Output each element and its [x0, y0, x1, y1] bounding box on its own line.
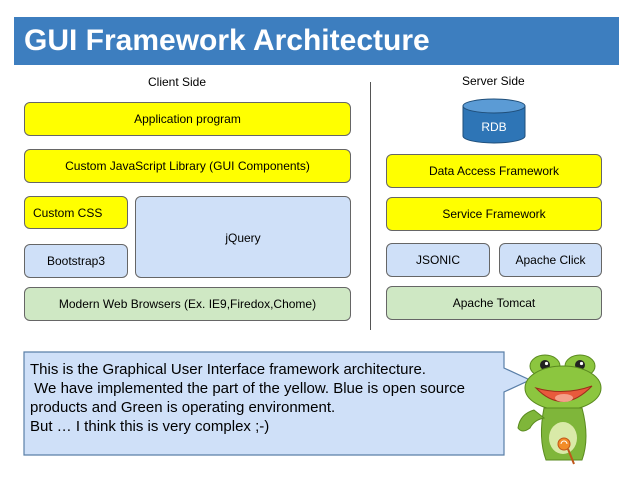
jsonic-box: JSONIC	[386, 243, 490, 277]
callout-line-3: products and Green is operating environm…	[30, 399, 336, 416]
callout-text: This is the Graphical User Interface fra…	[30, 360, 505, 436]
callout-line-2: We have implemented the part of the yell…	[30, 380, 465, 397]
client-server-divider	[370, 82, 371, 330]
callout-line-1: This is the Graphical User Interface fra…	[30, 361, 426, 378]
custom-css-box: Custom CSS	[24, 196, 128, 229]
custom-js-library-box: Custom JavaScript Library (GUI Component…	[24, 149, 351, 183]
apache-click-box: Apache Click	[499, 243, 602, 277]
title-bar	[14, 17, 619, 65]
jquery-box: jQuery	[135, 196, 351, 278]
frog-plush-icon	[517, 354, 602, 465]
server-side-label: Server Side	[462, 74, 525, 88]
application-program-box: Application program	[24, 102, 351, 136]
service-framework-box: Service Framework	[386, 197, 602, 231]
callout-line-4: But … I think this is very complex ;-)	[30, 418, 270, 435]
data-access-framework-box: Data Access Framework	[386, 154, 602, 188]
page-title: GUI Framework Architecture	[24, 24, 430, 57]
apache-tomcat-box: Apache Tomcat	[386, 286, 602, 320]
rdb-label: RDB	[481, 120, 506, 134]
browsers-box: Modern Web Browsers (Ex. IE9,Firedox,Cho…	[24, 287, 351, 321]
bootstrap-box: Bootstrap3	[24, 244, 128, 278]
rdb-database-icon: RDB	[462, 98, 526, 144]
client-side-label: Client Side	[148, 75, 207, 89]
